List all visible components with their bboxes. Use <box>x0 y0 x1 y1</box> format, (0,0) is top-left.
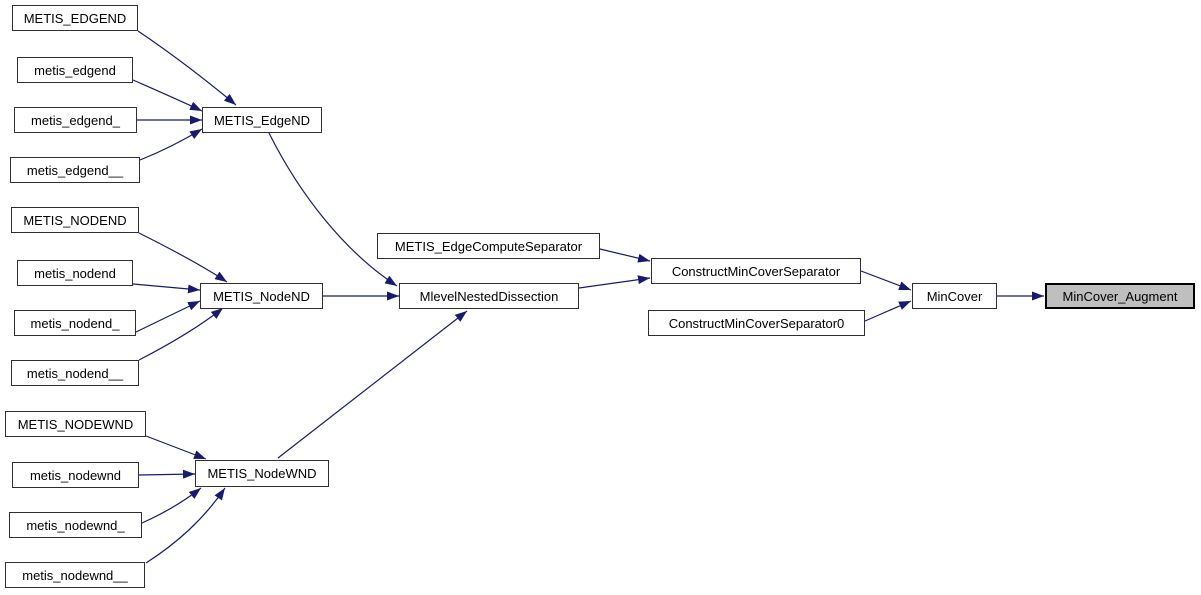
node-metis_edgend[interactable]: metis_edgend <box>17 57 133 83</box>
edge-metis_nodend-METIS_NodeND <box>132 283 201 294</box>
node-metis_nodend__[interactable]: metis_nodend__ <box>11 360 139 386</box>
edge-metis_nodend__-METIS_NodeND <box>138 307 224 361</box>
node-METIS_NodeND[interactable]: METIS_NodeND <box>200 283 323 309</box>
node-metis_nodewnd_[interactable]: metis_nodewnd_ <box>9 512 142 538</box>
node-METIS_EdgeComputeSeparator[interactable]: METIS_EdgeComputeSeparator <box>377 233 600 259</box>
node-metis_nodend_[interactable]: metis_nodend_ <box>14 310 136 336</box>
edge-MlevelNestedDissection-ConstructMinCoverSeparator <box>578 275 651 289</box>
node-ConstructMinCoverSeparator[interactable]: ConstructMinCoverSeparator <box>651 258 861 284</box>
edge-metis_nodewnd_-METIS_NodeWND <box>141 487 202 524</box>
node-MinCover[interactable]: MinCover <box>912 283 997 309</box>
node-MinCover_Augment: MinCover_Augment <box>1045 283 1195 309</box>
node-METIS_NODEWND[interactable]: METIS_NODEWND <box>5 411 146 437</box>
node-ConstructMinCoverSeparator0[interactable]: ConstructMinCoverSeparator0 <box>648 310 865 336</box>
node-METIS_NODEND[interactable]: METIS_NODEND <box>11 207 139 233</box>
node-metis_edgend_[interactable]: metis_edgend_ <box>14 107 137 133</box>
edge-METIS_EDGEND-METIS_EdgeND <box>137 30 237 106</box>
edge-metis_edgend__-METIS_EdgeND <box>139 128 203 161</box>
edge-METIS_NodeWND-MlevelNestedDissection <box>277 310 468 459</box>
edge-METIS_NODEND-METIS_NodeND <box>138 232 228 283</box>
edge-ConstructMinCoverSeparator0-MinCover <box>864 300 912 322</box>
edge-ConstructMinCoverSeparator-MinCover <box>860 270 912 291</box>
edge-METIS_NODEWND-METIS_NodeWND <box>145 435 207 460</box>
edge-METIS_EdgeComputeSeparator-ConstructMinCoverSeparator <box>599 248 651 263</box>
node-metis_nodend[interactable]: metis_nodend <box>17 260 133 286</box>
edge-metis_nodewnd__-METIS_NodeWND <box>145 487 226 564</box>
node-METIS_NodeWND[interactable]: METIS_NodeWND <box>195 460 329 487</box>
node-metis_nodewnd[interactable]: metis_nodewnd <box>12 462 139 488</box>
node-MlevelNestedDissection[interactable]: MlevelNestedDissection <box>399 283 579 309</box>
node-metis_nodewnd__[interactable]: metis_nodewnd__ <box>5 562 145 588</box>
node-metis_edgend__[interactable]: metis_edgend__ <box>10 157 140 183</box>
node-METIS_EDGEND[interactable]: METIS_EDGEND <box>12 5 138 31</box>
edge-METIS_EdgeND-MlevelNestedDissection <box>268 132 398 287</box>
edge-metis_nodend_-METIS_NodeND <box>135 300 201 333</box>
node-METIS_EdgeND[interactable]: METIS_EdgeND <box>202 107 322 133</box>
edge-metis_edgend-METIS_EdgeND <box>132 79 203 112</box>
edge-metis_nodewnd-METIS_NodeWND <box>138 469 196 479</box>
